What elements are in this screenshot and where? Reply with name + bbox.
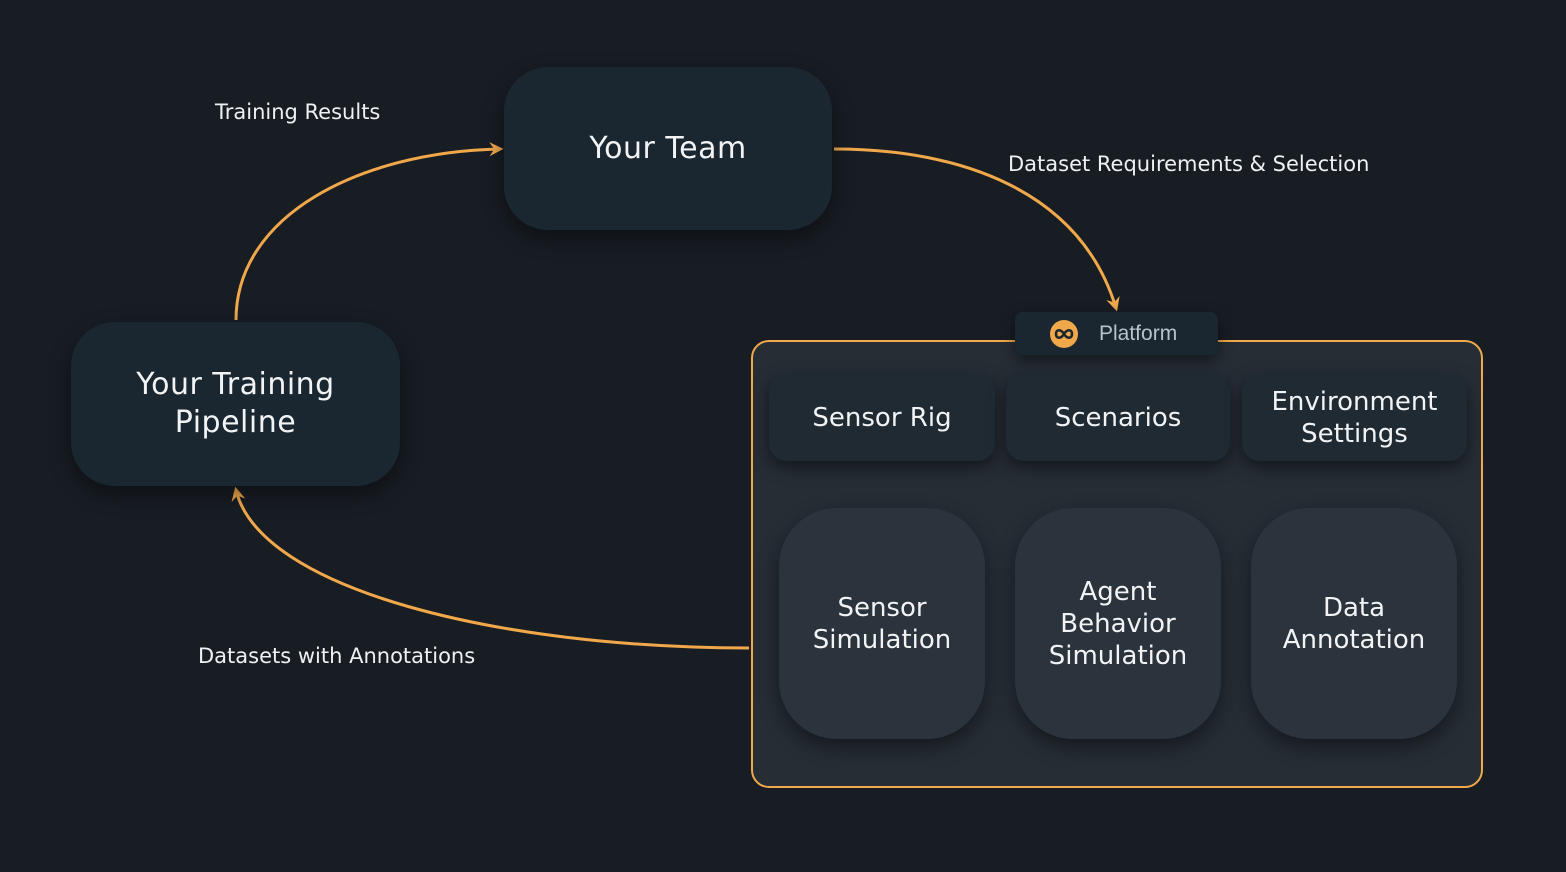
module-agent-behavior-simulation: Agent Behavior Simulation — [1015, 508, 1221, 739]
arrow-datasets-annotations — [231, 486, 750, 650]
config-sensor-rig: Sensor Rig — [769, 374, 995, 461]
node-your-team-label: Your Team — [589, 130, 747, 166]
platform-tab-label: Platform — [1099, 321, 1178, 345]
label-datasets-annotations: Datasets with Annotations — [198, 644, 476, 668]
module-sensor-simulation: Sensor Simulation — [779, 508, 985, 739]
arrow-dataset-requirements — [833, 147, 1120, 312]
module-data-annotation: Data Annotation — [1251, 508, 1457, 739]
config-scenarios-label: Scenarios — [1054, 402, 1182, 433]
arrow-training-results — [234, 142, 504, 321]
platform-tab: Platform — [1015, 312, 1218, 355]
config-environment-settings: Environment Settings — [1242, 374, 1467, 461]
label-dataset-requirements: Dataset Requirements & Selection — [1008, 152, 1370, 176]
node-training-pipeline: Your Training Pipeline — [71, 322, 400, 486]
module-data-annotation-label: Data Annotation — [1282, 592, 1426, 655]
node-your-team: Your Team — [504, 67, 832, 230]
label-training-results: Training Results — [215, 100, 381, 124]
infinity-logo-icon — [1050, 319, 1078, 348]
module-sensor-simulation-label: Sensor Simulation — [812, 592, 952, 655]
config-scenarios: Scenarios — [1006, 374, 1230, 461]
module-agent-behavior-simulation-label: Agent Behavior Simulation — [1048, 576, 1188, 671]
config-sensor-rig-label: Sensor Rig — [812, 402, 952, 433]
node-training-pipeline-label: Your Training Pipeline — [136, 367, 335, 440]
config-environment-settings-label: Environment Settings — [1271, 386, 1438, 449]
